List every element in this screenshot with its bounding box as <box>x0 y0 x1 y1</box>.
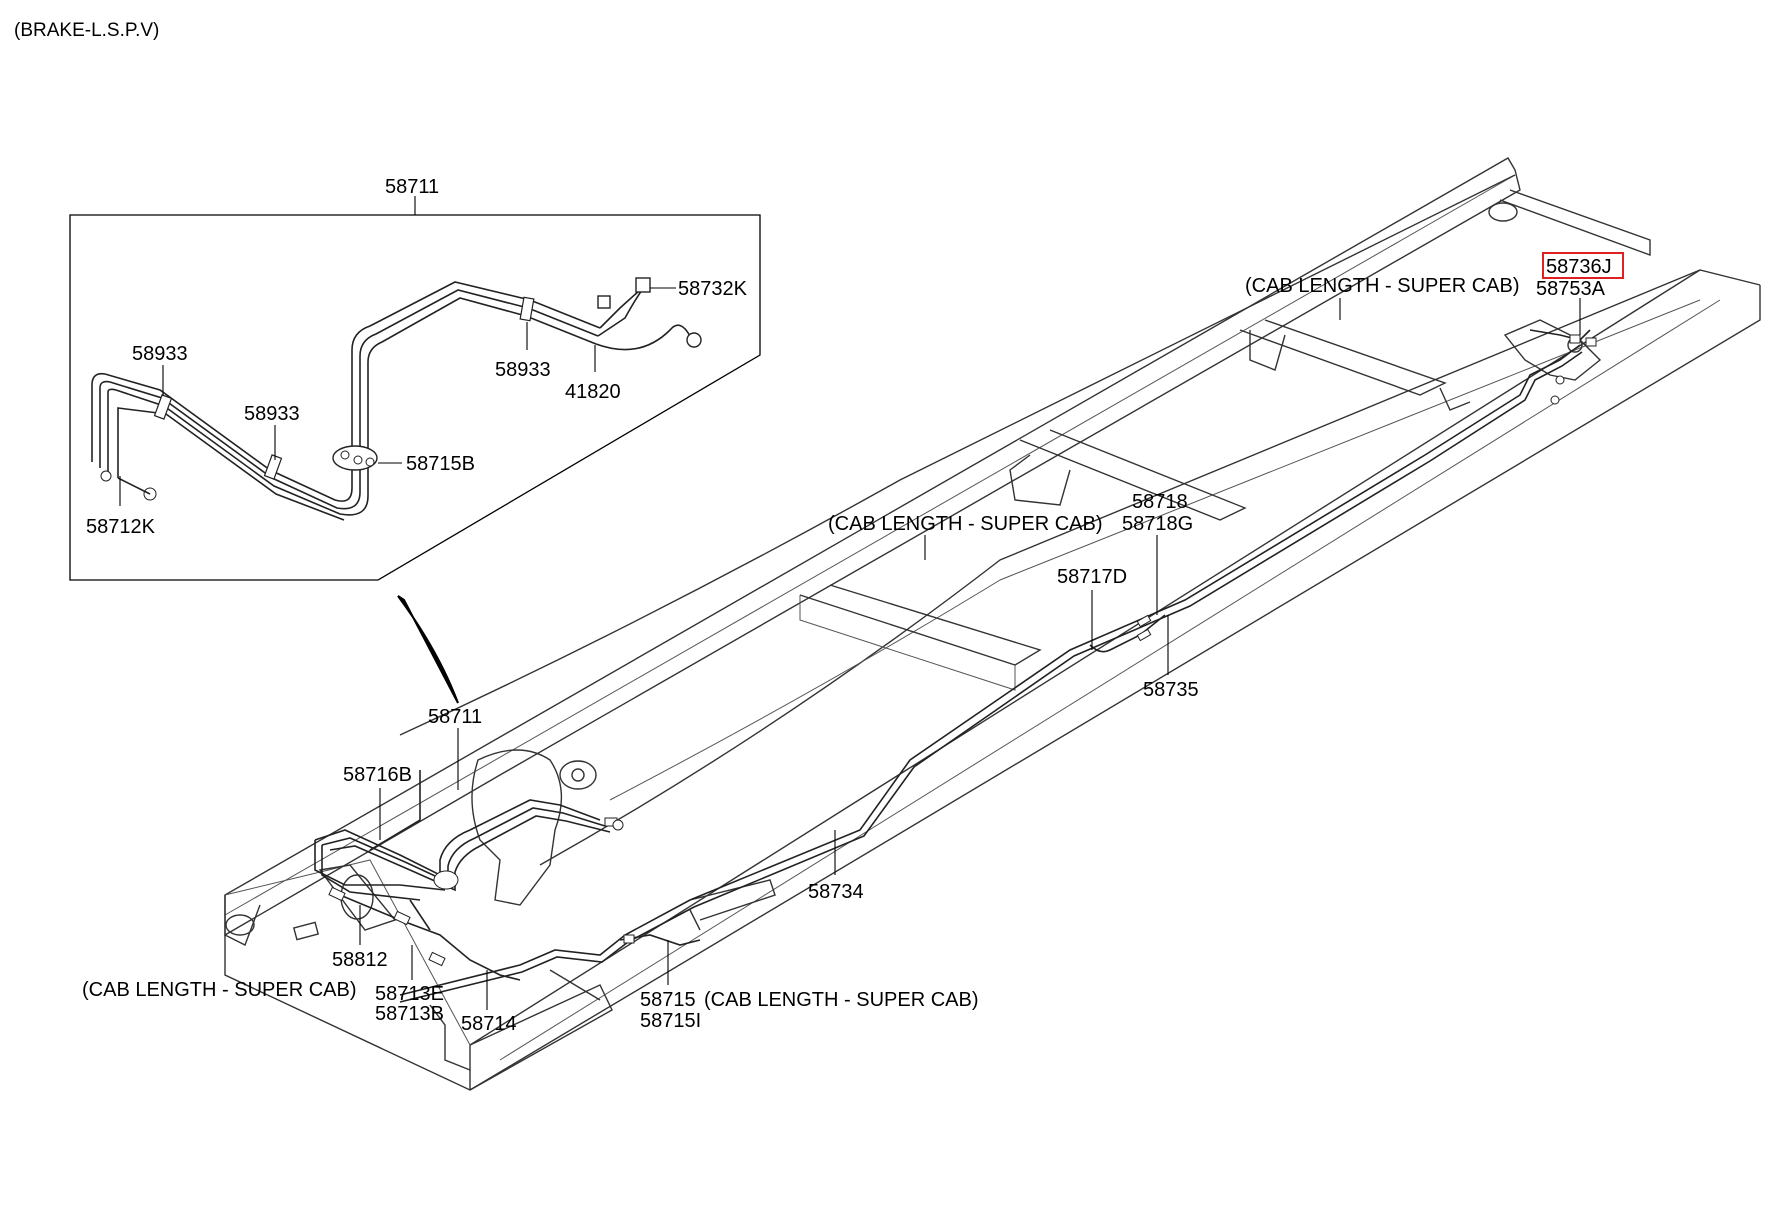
label-58715: 58715 <box>640 989 696 1011</box>
inset-brake-lines <box>91 277 702 521</box>
note-cab-length-top: (CAB LENGTH - SUPER CAB) <box>1245 275 1519 297</box>
label-58735: 58735 <box>1143 679 1199 701</box>
inset-title-label: 58711 <box>385 176 439 198</box>
chassis-frame <box>224 157 1761 1091</box>
label-58734: 58734 <box>808 881 864 903</box>
main-brake-lines <box>314 329 1597 1003</box>
label-58718: 58718 <box>1132 491 1188 513</box>
part-callouts: 58736J 58753A (CAB LENGTH - SUPER CAB) (… <box>82 252 1624 1035</box>
label-41820: 41820 <box>565 381 621 403</box>
label-58933-middle: 58933 <box>244 403 300 425</box>
label-58732K: 58732K <box>678 278 748 300</box>
label-58714: 58714 <box>461 1013 517 1035</box>
label-58716B: 58716B <box>343 764 412 786</box>
diagram-title: (BRAKE-L.S.P.V) <box>14 20 159 41</box>
inset-frame <box>69 214 761 581</box>
label-58933-upper: 58933 <box>495 359 551 381</box>
inset-detail: 58711 58732K <box>69 176 761 581</box>
highlight-box-58736J <box>1542 252 1624 279</box>
label-58713E: 58713E <box>375 983 444 1005</box>
label-58718G: 58718G <box>1122 513 1193 535</box>
label-58717D: 58717D <box>1057 566 1127 588</box>
label-58933-left: 58933 <box>132 343 188 365</box>
label-58753A: 58753A <box>1536 278 1606 300</box>
note-cab-length-bottom: (CAB LENGTH - SUPER CAB) <box>704 989 978 1011</box>
label-58736J: 58736J <box>1546 256 1612 278</box>
label-58713B: 58713B <box>375 1003 444 1025</box>
note-cab-length-middle: (CAB LENGTH - SUPER CAB) <box>828 513 1102 535</box>
label-58812: 58812 <box>332 949 388 971</box>
label-58711-main: 58711 <box>428 706 482 728</box>
note-cab-length-left: (CAB LENGTH - SUPER CAB) <box>82 979 356 1001</box>
label-58715I: 58715I <box>640 1010 701 1032</box>
label-58712K: 58712K <box>86 516 156 538</box>
detail-pointer-arrow <box>397 595 459 704</box>
label-58715B: 58715B <box>406 453 475 475</box>
